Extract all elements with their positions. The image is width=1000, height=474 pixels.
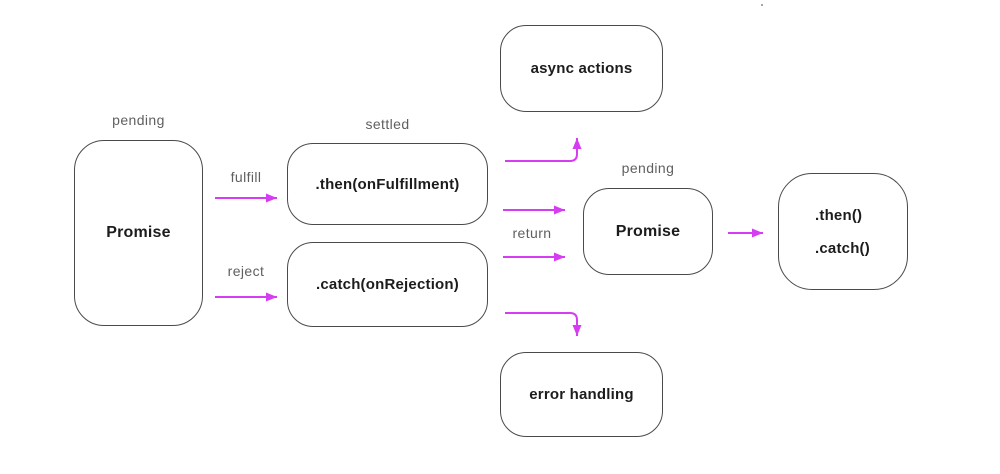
node-then-handler: .then(onFulfillment) [287, 143, 488, 225]
arrow-then-to-async [505, 138, 582, 162]
stray-dot [761, 4, 763, 6]
node-async-actions-label: async actions [530, 60, 633, 77]
node-catch-handler: .catch(onRejection) [287, 242, 488, 327]
node-promise-returned-label: Promise [615, 222, 681, 240]
node-error-handling-label: error handling [529, 386, 634, 403]
node-chain-then-label: .then() [815, 206, 863, 224]
node-catch-handler-label: .catch(onRejection) [316, 276, 459, 293]
node-promise-initial-label: Promise [106, 224, 171, 241]
edge-label-return: return [512, 225, 552, 241]
node-async-actions: async actions [500, 25, 663, 112]
state-label-pending-returned: pending [621, 160, 675, 176]
node-promise-returned: Promise [583, 188, 713, 275]
arrow-catch-to-error [505, 312, 582, 336]
node-then-handler-label: .then(onFulfillment) [315, 175, 460, 193]
state-label-settled: settled [365, 116, 410, 132]
node-chain-catch-label: .catch() [815, 239, 870, 257]
edge-label-reject: reject [227, 263, 265, 279]
node-promise-initial: Promise [74, 140, 203, 326]
node-chained-handlers: .then() .catch() [778, 173, 908, 290]
node-error-handling: error handling [500, 352, 663, 437]
state-label-pending-initial: pending [112, 112, 165, 128]
edge-label-fulfill: fulfill [230, 169, 262, 185]
